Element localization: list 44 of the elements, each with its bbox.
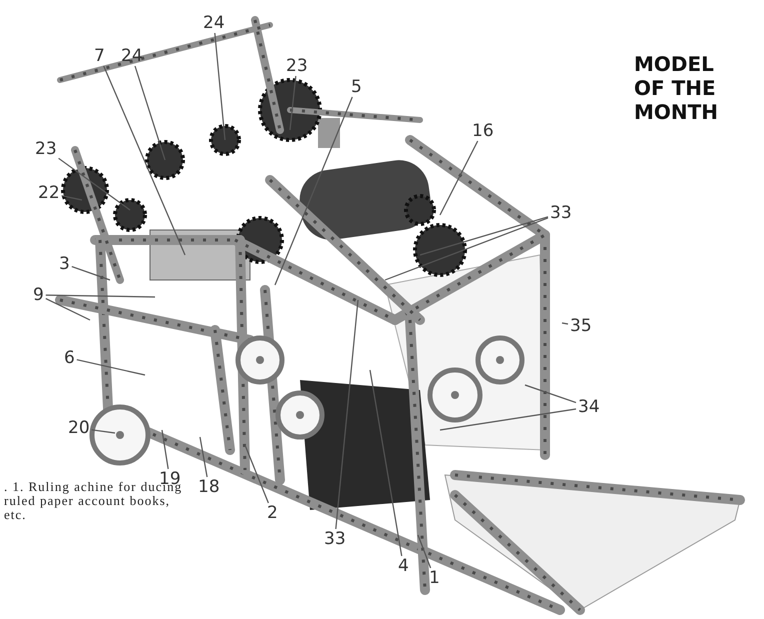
leader-line	[214, 32, 226, 140]
heading: MODEL OF THE MONTH	[634, 52, 720, 124]
callout-number: 33	[324, 530, 346, 548]
callout-number: 2	[267, 504, 278, 522]
callout-number: 20	[68, 419, 90, 437]
callout-number: 22	[38, 184, 60, 202]
leader-line	[92, 429, 116, 434]
leader-line	[244, 444, 269, 504]
leader-line	[440, 408, 576, 431]
callout-number: 9	[33, 286, 44, 304]
leader-line	[46, 294, 156, 298]
callout-number: 6	[64, 349, 75, 367]
leader-line	[72, 266, 110, 281]
callout-number: 33	[550, 204, 572, 222]
callout-number: 35	[570, 317, 592, 335]
leader-line	[103, 66, 186, 256]
callout-number: 7	[94, 47, 105, 65]
callout-number: 1	[429, 569, 440, 587]
leader-line	[417, 534, 432, 568]
leader-line	[134, 66, 166, 160]
leader-line	[46, 298, 90, 321]
callout-number: 23	[35, 140, 57, 158]
leader-line	[562, 322, 568, 325]
leader-line	[58, 158, 130, 210]
callout-number: 4	[398, 557, 409, 575]
callout-number: 24	[121, 47, 143, 65]
leader-line	[524, 384, 576, 404]
leader-line	[199, 436, 208, 478]
callout-number: 3	[59, 255, 70, 273]
leader-line	[161, 430, 169, 470]
leader-line	[369, 370, 402, 556]
callout-number: 5	[351, 78, 362, 96]
callout-number: 18	[198, 478, 220, 496]
callout-number: 23	[286, 57, 308, 75]
callout-number: 34	[578, 398, 600, 416]
leader-line	[384, 217, 548, 281]
leader-line	[335, 300, 359, 530]
leader-line	[76, 359, 146, 376]
callout-number: 24	[203, 14, 225, 32]
leader-line	[439, 140, 478, 216]
leader-line	[274, 96, 353, 286]
leader-line	[61, 195, 82, 201]
callout-number: 16	[472, 122, 494, 140]
leader-line	[420, 216, 548, 256]
